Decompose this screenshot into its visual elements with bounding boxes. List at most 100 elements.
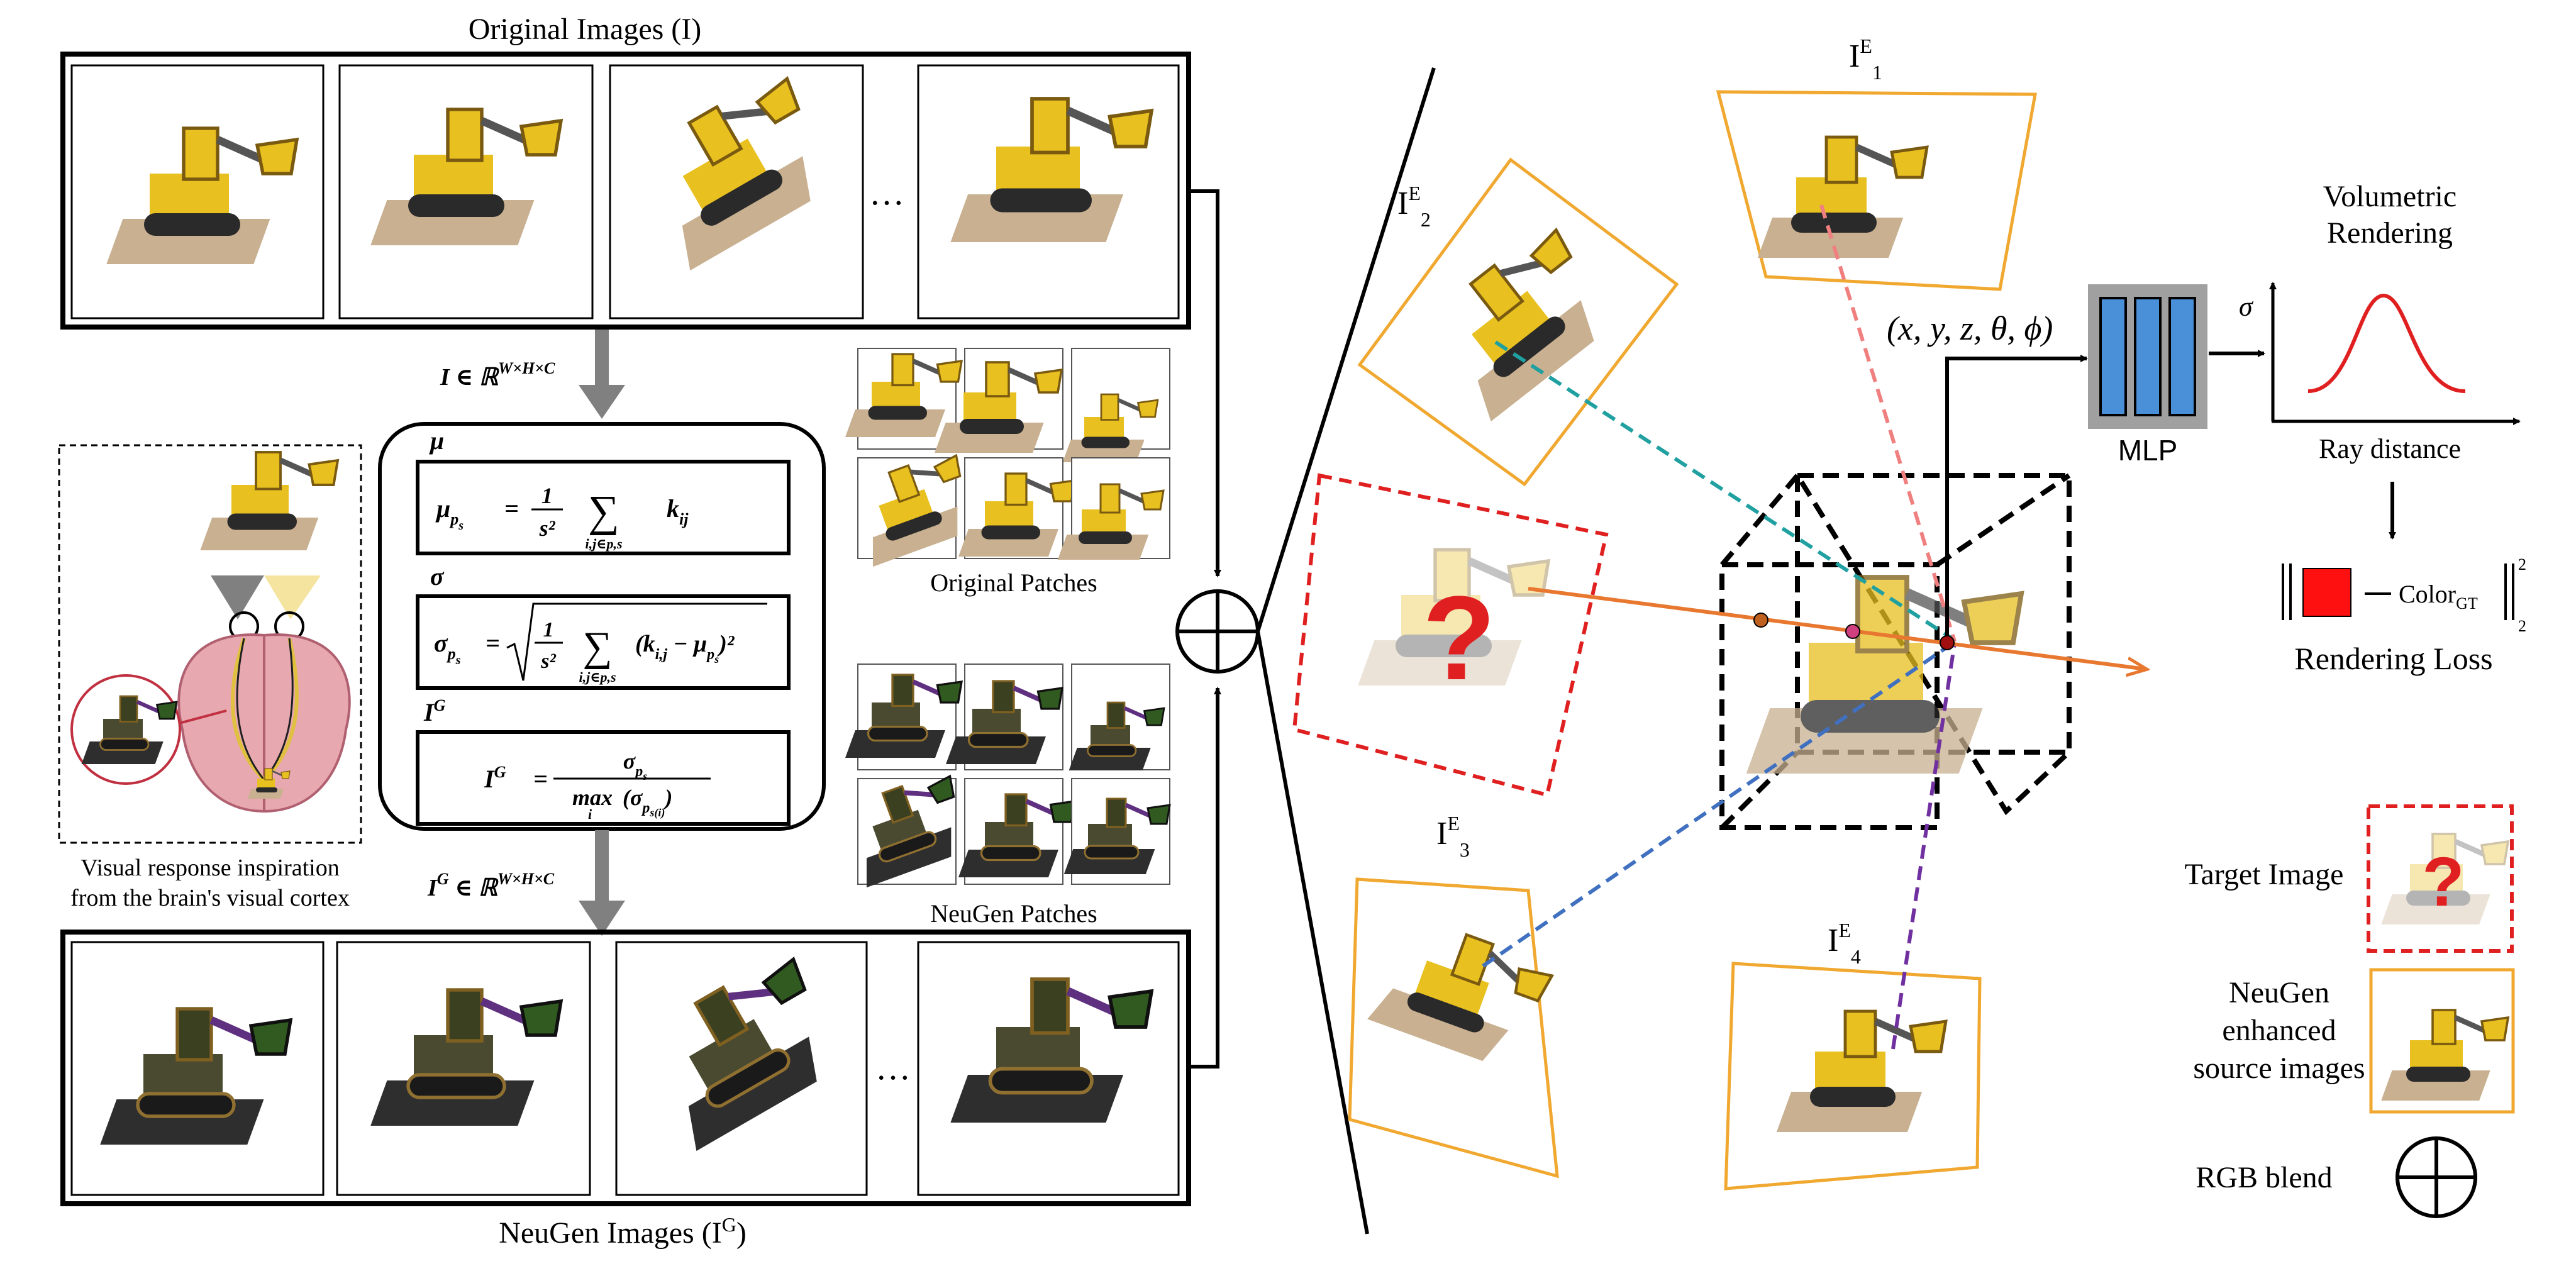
ig-heading: IG xyxy=(423,696,446,726)
svg-text:IG: IG xyxy=(484,763,506,793)
neugen-ellipsis: … xyxy=(875,1048,911,1087)
sample-point-1 xyxy=(1753,613,1768,628)
scene-toy xyxy=(1746,577,2021,774)
svg-text:i,j∈p,s: i,j∈p,s xyxy=(579,669,616,685)
gray-arrow-down-1 xyxy=(579,330,625,419)
neugen-to-blend-connector xyxy=(1189,687,1221,1069)
svg-text:∑: ∑ xyxy=(582,624,612,670)
original-to-blend-connector xyxy=(1189,189,1221,577)
output-space-label: IG ∈ ℝW×H×C xyxy=(427,870,555,901)
svg-text:2: 2 xyxy=(2518,617,2526,635)
rgb-blend-symbol xyxy=(1175,589,1260,674)
question-mark-icon: ? xyxy=(1423,572,1496,705)
brain-inspiration-box xyxy=(58,444,362,844)
fan-line-bottom xyxy=(1256,631,1369,1235)
svg-text:=: = xyxy=(504,494,519,523)
svg-text:=: = xyxy=(486,629,500,657)
mlp-label: MLP xyxy=(2118,434,2178,467)
svg-text:2: 2 xyxy=(2518,555,2526,574)
svg-text:∑: ∑ xyxy=(588,487,619,536)
original-image-1 xyxy=(70,64,325,319)
ig-formula: IG = σps max i (σps(i)) xyxy=(484,748,711,822)
svg-text:1: 1 xyxy=(543,618,554,641)
input-space-label: I ∈ ℝW×H×C xyxy=(440,359,555,391)
svg-text:max: max xyxy=(572,785,613,810)
neugen-image-1 xyxy=(70,941,325,1196)
point-to-mlp-connector xyxy=(1945,355,2088,636)
ray-ie3 xyxy=(1482,641,1955,968)
brain-caption-line2: from the brain's visual cortex xyxy=(70,885,350,911)
svg-text:1: 1 xyxy=(541,483,553,508)
neugen-image-4 xyxy=(917,941,1180,1196)
ray-ie4 xyxy=(1891,642,1957,1050)
svg-text:ColorGT: ColorGT xyxy=(2399,580,2478,613)
original-image-4 xyxy=(917,64,1180,319)
mu-formula-box xyxy=(416,460,791,555)
svg-text:σps: σps xyxy=(623,748,647,782)
sample-point-2 xyxy=(1845,624,1860,639)
original-patches-label: Original Patches xyxy=(930,569,1097,597)
svg-text:(σps(i)): (σps(i)) xyxy=(623,785,672,819)
legend-neugen-line3: source images xyxy=(2193,1052,2365,1085)
ie3-source-image xyxy=(1348,877,1559,1179)
sigma-formula-box xyxy=(416,594,791,690)
svg-text:=: = xyxy=(533,765,548,793)
sigma-axis-label: σ xyxy=(2239,291,2254,322)
legend-target-image-swatch: ? xyxy=(2367,804,2514,953)
svg-text:i: i xyxy=(588,806,592,822)
original-images-title: Original Images (I) xyxy=(469,13,702,46)
target-image: ? xyxy=(1292,473,1609,797)
legend-target-image-label: Target Image xyxy=(2185,858,2344,891)
ray-ie2 xyxy=(1494,340,1952,640)
legend-neugen-swatch xyxy=(2369,968,2515,1114)
svg-text:s²: s² xyxy=(539,516,556,541)
svg-text:kij: kij xyxy=(667,494,689,528)
ie1-label: IE1 xyxy=(1849,35,1882,84)
svg-text:μps: μps xyxy=(435,494,464,533)
original-image-3 xyxy=(609,64,864,319)
ie4-source-image xyxy=(1724,962,1982,1191)
svg-text:i,j∈p,s: i,j∈p,s xyxy=(585,536,622,552)
volumetric-rendering-line1: Volumetric xyxy=(2323,180,2457,213)
ie2-source-image xyxy=(1357,157,1679,487)
original-patches-grid xyxy=(845,348,1170,567)
ie2-label: IE2 xyxy=(1397,182,1431,231)
target-ray xyxy=(1528,587,2146,669)
mu-heading: μ xyxy=(429,426,444,455)
legend-rgb-blend-label: RGB blend xyxy=(2196,1161,2332,1194)
neugen-image-2 xyxy=(336,941,591,1196)
legend-neugen-line1: NeuGen xyxy=(2229,976,2329,1009)
volumetric-rendering-line2: Rendering xyxy=(2327,216,2453,250)
svg-text:σps: σps xyxy=(434,629,461,667)
svg-text:?: ? xyxy=(2422,843,2464,921)
ie3-label: IE3 xyxy=(1436,812,1470,861)
legend-rgb-blend-icon xyxy=(2396,1136,2477,1218)
original-ellipsis: … xyxy=(869,174,904,213)
rendering-loss-label: Rendering Loss xyxy=(2294,641,2492,676)
svg-text:(ki,j − μps)²: (ki,j − μps)² xyxy=(635,631,735,665)
coords-label: (x, y, z, θ, ϕ) xyxy=(1887,309,2053,347)
ray-ie1 xyxy=(1819,204,1957,642)
legend-neugen-line2: enhanced xyxy=(2222,1014,2336,1047)
mu-formula: μps = 1 s² ∑ i,j∈p,s kij xyxy=(435,483,689,552)
sigma-formula: σps = 1 s² ∑ i,j∈p,s (ki,j − μps)² xyxy=(434,602,767,685)
ie1-source-image xyxy=(1716,90,2037,291)
sigma-heading: σ xyxy=(430,562,445,591)
ray-distance-label: Ray distance xyxy=(2319,433,2461,464)
brain-caption-line1: Visual response inspiration xyxy=(80,855,339,881)
gray-arrow-down-2 xyxy=(579,830,625,936)
rendering-loss-formula: ColorGT 2 2 xyxy=(2282,555,2526,635)
neugen-patches-label: NeuGen Patches xyxy=(930,899,1097,928)
neugen-images-title: NeuGen Images (IG) xyxy=(499,1213,747,1250)
sample-point-3 xyxy=(1940,635,1955,650)
fan-line-top xyxy=(1256,67,1436,632)
svg-text:s²: s² xyxy=(540,650,556,673)
brain-illustration xyxy=(70,452,351,813)
neugen-image-3 xyxy=(615,941,868,1196)
mlp-block xyxy=(2088,284,2207,429)
density-curve xyxy=(2307,293,2466,393)
ie4-label: IE4 xyxy=(1828,919,1861,968)
original-image-2 xyxy=(338,64,594,319)
neugen-patches-grid xyxy=(838,663,1170,887)
